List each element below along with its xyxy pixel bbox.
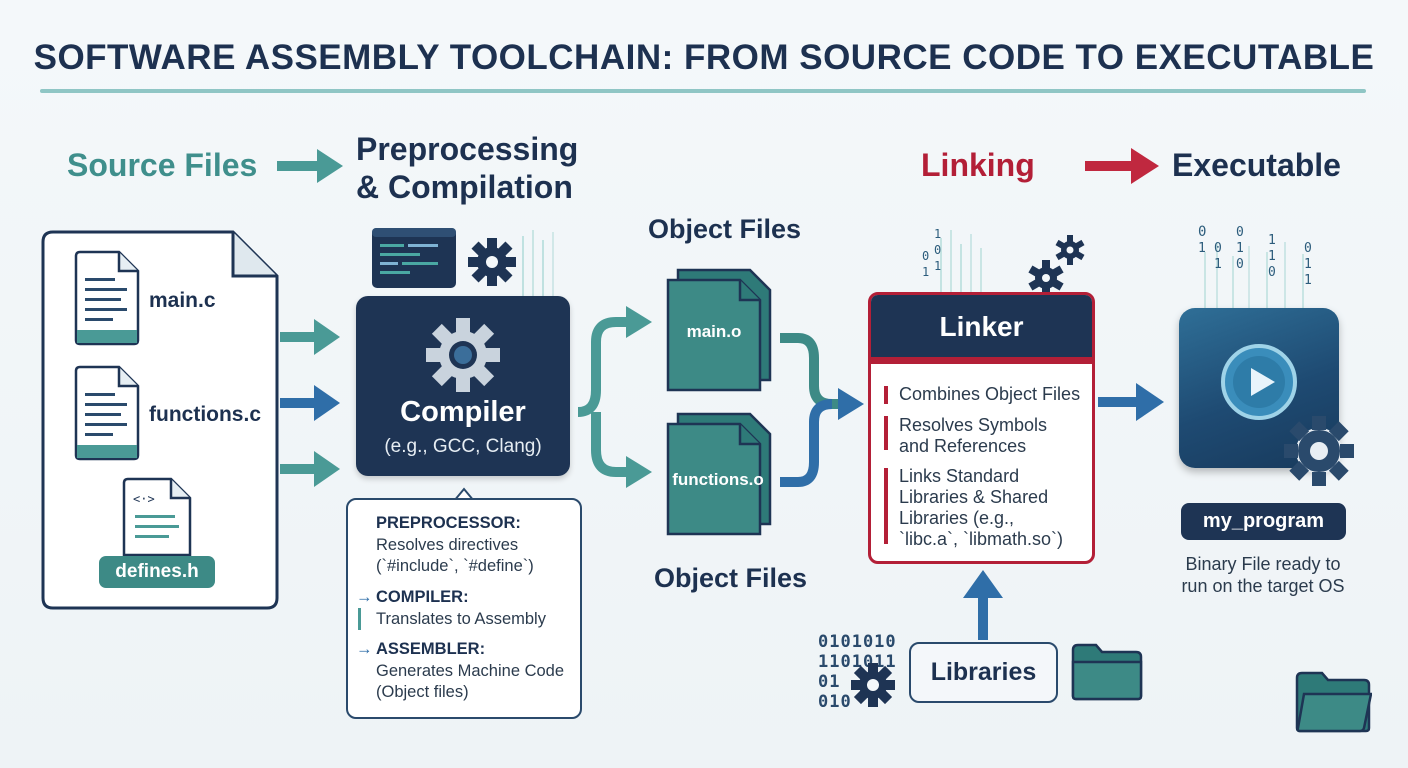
linker-item-3-line-4: `libc.a`, `libmath.so`)	[899, 529, 1064, 549]
file-main-c: main.c	[149, 289, 216, 312]
stage-preprocessing: Preprocessing	[356, 131, 579, 167]
terminal-icon	[372, 228, 554, 296]
linker-item-marker	[884, 468, 888, 544]
arrow-up-to-linker	[963, 570, 1003, 640]
gear-icon	[851, 663, 895, 707]
page-title: SOFTWARE ASSEMBLY TOOLCHAIN: FROM SOURCE…	[33, 38, 1375, 77]
svg-text:<·>: <·>	[133, 492, 155, 506]
arrows-to-compiler	[280, 319, 340, 487]
svg-text:1: 1	[1268, 249, 1276, 264]
arrow-to-executable	[1098, 383, 1164, 421]
svg-text:0: 0	[922, 249, 929, 263]
linker-item-3-line-1: Links Standard	[899, 466, 1020, 486]
linker-item-marker	[884, 386, 888, 404]
gear-icon	[1028, 260, 1064, 296]
svg-text:1: 1	[934, 227, 941, 241]
linker-item-2-line-2: and References	[899, 436, 1027, 456]
object-file-main-o: main.o	[686, 322, 742, 341]
assembler-heading: ASSEMBLER:	[376, 640, 486, 658]
title-divider	[40, 89, 1366, 93]
linker-item-1: Combines Object Files	[899, 384, 1081, 404]
folder-icon	[1295, 671, 1372, 733]
compiler-title: Compiler	[400, 396, 526, 428]
stage-source-files: Source Files	[67, 147, 258, 183]
compile-stages-card	[346, 498, 582, 719]
binary-line-3: 01	[818, 672, 841, 692]
document-icon	[74, 250, 140, 346]
stage-linking: Linking	[921, 147, 1035, 183]
linker-item-marker	[884, 416, 888, 450]
code-file-icon: <·>	[122, 477, 192, 557]
stage-arrow-1	[277, 149, 343, 183]
executable-desc-line-2: run on the target OS	[1181, 576, 1345, 596]
preprocessor-heading: PREPROCESSOR:	[376, 514, 521, 532]
file-defines-h: defines.h	[99, 556, 215, 588]
stage-executable: Executable	[1172, 147, 1341, 183]
data-stream-icon: 0 1 0 1 0 1 0 1 1 0 0 1 1	[1198, 224, 1312, 312]
linker-item-3-line-2: Libraries & Shared	[899, 487, 1049, 507]
executable-desc-line-1: Binary File ready to	[1185, 554, 1341, 574]
svg-text:0: 0	[1236, 257, 1244, 272]
svg-text:0: 0	[934, 243, 941, 257]
preprocessor-line-1: Resolves directives	[376, 536, 519, 554]
folder-icon	[1071, 643, 1143, 701]
svg-text:1: 1	[1236, 241, 1244, 256]
svg-text:1: 1	[1268, 233, 1276, 248]
object-file-icon	[666, 412, 772, 536]
arrow-icon: →	[356, 588, 373, 606]
svg-text:1: 1	[1214, 257, 1222, 272]
play-icon	[1221, 344, 1297, 420]
linker-header	[871, 295, 1092, 357]
compiler-stage-heading: COMPILER:	[376, 588, 469, 606]
stage-compilation: & Compilation	[356, 169, 573, 205]
arrows-to-linker	[780, 333, 864, 487]
svg-text:1: 1	[934, 259, 941, 273]
linker-item-3-line-3: Libraries (e.g.,	[899, 508, 1015, 528]
object-file-functions-o: functions.o	[672, 470, 764, 489]
svg-text:0: 0	[1214, 241, 1222, 256]
compiler-stage-line-1: Translates to Assembly	[376, 610, 546, 628]
svg-text:1: 1	[1198, 241, 1206, 256]
linker-title: Linker	[939, 311, 1024, 342]
assembler-line-2: (Object files)	[376, 683, 469, 701]
binary-line-4: 010	[818, 692, 852, 712]
compiler-subtitle: (e.g., GCC, Clang)	[384, 436, 542, 457]
file-functions-c: functions.c	[149, 403, 262, 426]
gear-icon	[1055, 235, 1085, 265]
arrows-to-object-files	[577, 306, 652, 488]
program-name: my_program	[1181, 503, 1346, 540]
preprocessor-line-2: (`#include`, `#define`)	[376, 557, 534, 575]
arrow-icon: →	[356, 640, 373, 658]
gear-icon	[468, 238, 516, 286]
svg-text:1: 1	[1304, 257, 1312, 272]
object-files-heading-bottom: Object Files	[654, 563, 808, 593]
gear-icon	[1284, 416, 1354, 486]
svg-text:0: 0	[1268, 265, 1276, 280]
executable-description: Binary File ready to run on the target O…	[1160, 553, 1366, 597]
document-icon	[74, 365, 140, 461]
gear-icon	[426, 318, 500, 392]
object-file-icon	[666, 268, 772, 392]
libraries-box: Libraries	[909, 642, 1058, 703]
data-stream-icon: 1 0 1 0 1	[922, 227, 982, 294]
linker-item-2-line-1: Resolves Symbols	[899, 415, 1048, 435]
assembler-line-1: Generates Machine Code	[376, 662, 565, 680]
svg-text:1: 1	[922, 265, 929, 279]
svg-text:1: 1	[1304, 273, 1312, 288]
stage-connector	[358, 608, 361, 630]
binary-line-1: 0101010	[818, 632, 897, 652]
svg-text:0: 0	[1198, 224, 1206, 240]
linker-card: Linker	[868, 292, 1095, 564]
stage-arrow-2	[1085, 148, 1159, 184]
object-files-heading-top: Object Files	[648, 214, 802, 244]
svg-text:0: 0	[1236, 225, 1244, 240]
linker-stripe	[871, 357, 1092, 364]
svg-text:0: 0	[1304, 241, 1312, 256]
